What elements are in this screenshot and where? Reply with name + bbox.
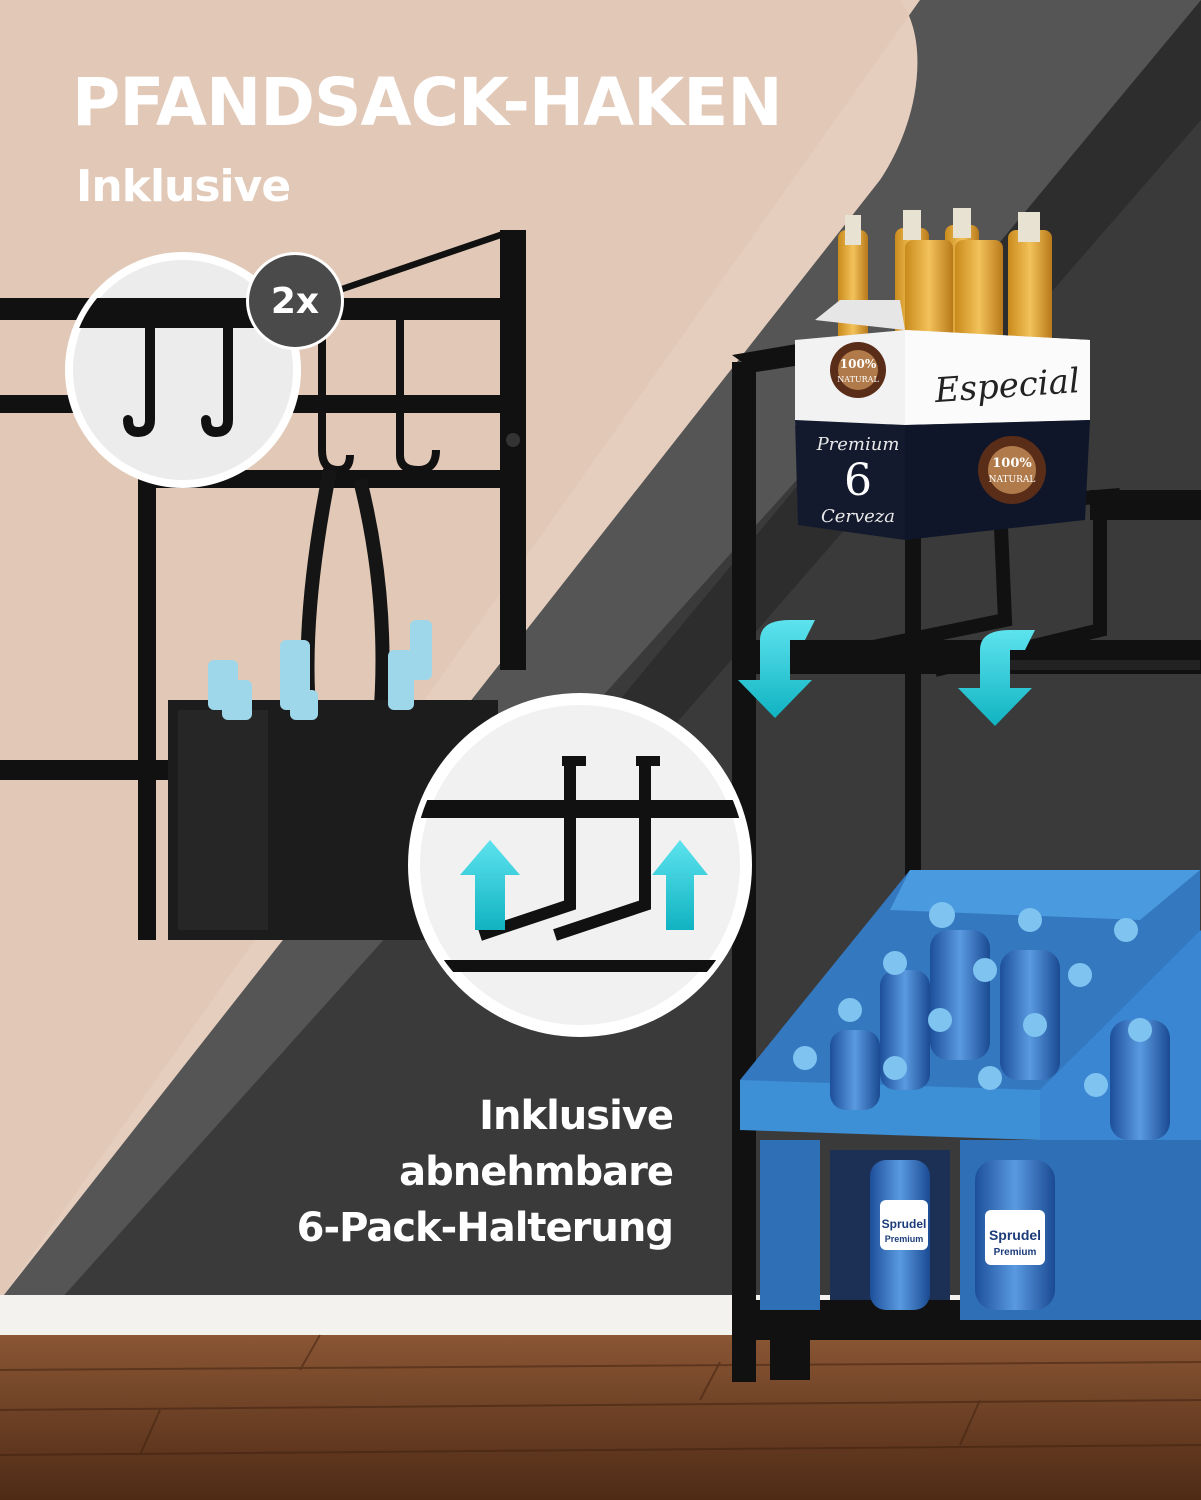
caption: Inklusive abnehmbare 6-Pack-Halterung [296,1088,674,1256]
six-pack-labels: Especial Premium 6 Cerveza 100% NATURAL … [816,357,1081,527]
six-pack-premium: Premium [816,434,900,455]
six-pack-count: 6 [844,455,872,506]
hanging-hooks [318,300,440,475]
arrow-up-icon [460,840,708,930]
quantity-badge: 2x [246,252,344,350]
holder-closeup-circle [408,693,752,1037]
bottle-labels: Sprudel Premium Sprudel Premium [882,1217,1041,1258]
seal-percent-2: 100% [992,456,1032,471]
caption-line-2: abnehmbare [399,1149,674,1195]
seal-percent: 100% [840,357,877,371]
six-pack-cerveza: Cerveza [821,506,895,527]
floor-planks [0,1334,1201,1456]
wood-floor [0,1335,1201,1500]
caption-line-3: 6-Pack-Halterung [296,1205,674,1251]
hook-closeup-circle [65,252,301,488]
caption-line-1: Inklusive [479,1093,674,1139]
water-bottles [793,902,1170,1310]
six-pack-box [795,300,1090,540]
subheadline: Inklusive [76,161,291,212]
bottle-sub-2: Premium [994,1247,1037,1258]
arrow-down-icon [738,620,1035,726]
bottle-brand-2: Sprudel [989,1227,1041,1243]
bottle-brand-1: Sprudel [882,1217,927,1231]
bottle-sub-1: Premium [885,1234,924,1244]
seal-natural-2: NATURAL [989,475,1036,485]
seal-natural: NATURAL [837,375,879,384]
headline: PFANDSACK-HAKEN [72,64,783,141]
